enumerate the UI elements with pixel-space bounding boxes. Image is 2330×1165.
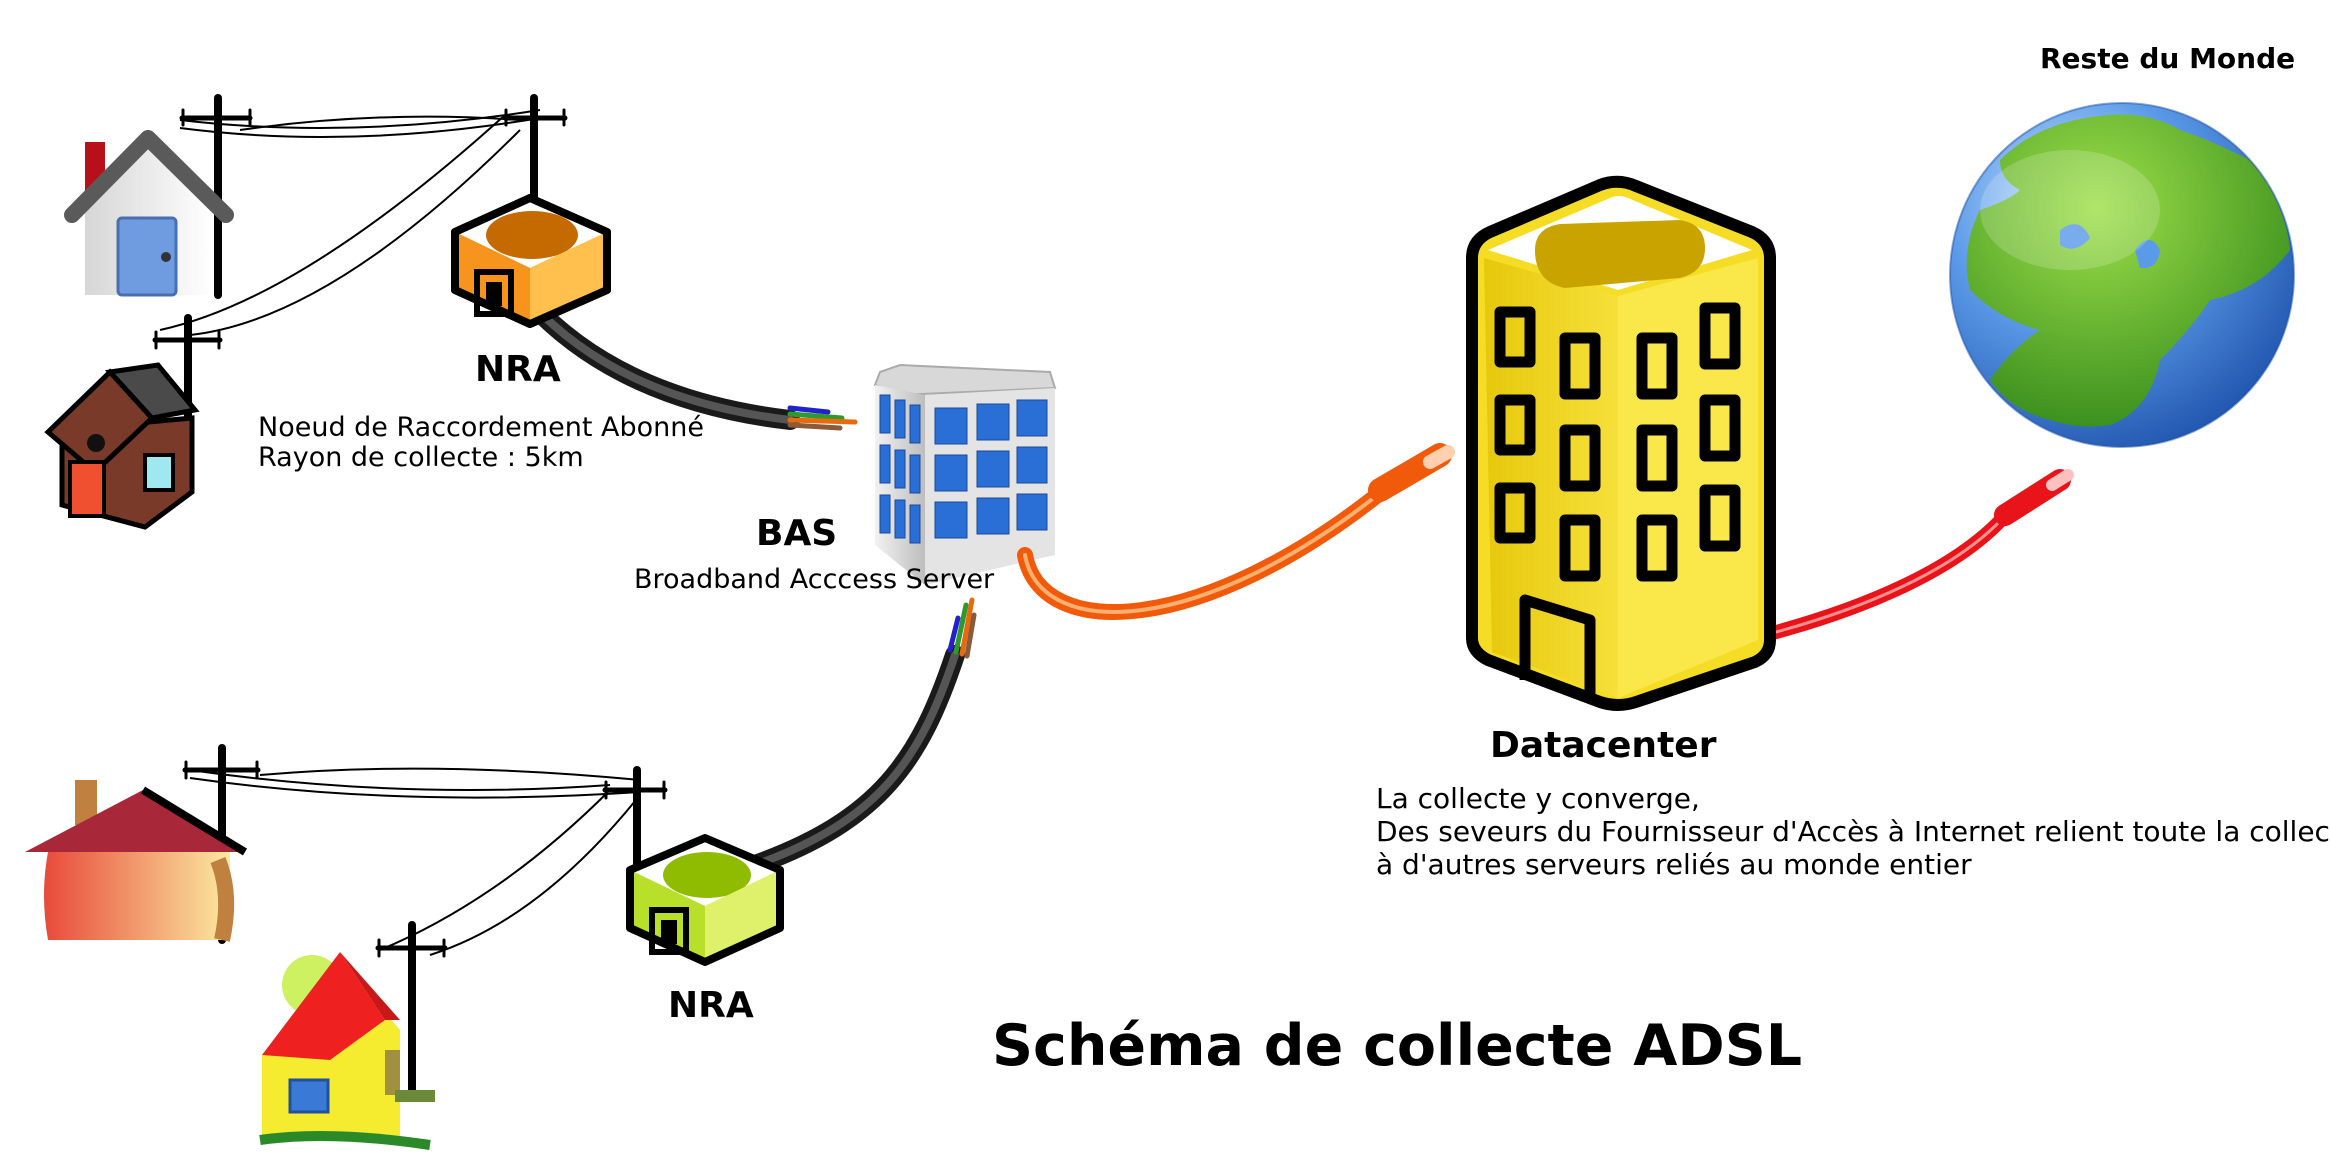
fiber-cable-icon: [1017, 443, 1455, 620]
fiber-cable-icon: [1758, 469, 2074, 642]
utility-pole-icon: [375, 921, 448, 1094]
datacenter-description-line2: Des seveurs du Fournisseur d'Accès à Int…: [1376, 815, 2330, 848]
bas-description: Broadband Acccess Server: [634, 564, 995, 595]
utility-pole-icon: [502, 94, 568, 204]
nra-box-icon: [451, 194, 800, 430]
house-icon: [25, 780, 248, 942]
utility-wires-top: [159, 109, 541, 336]
house-icon: [259, 952, 435, 1150]
nra-top-description-line1: Noeud de Raccordement Abonné: [258, 412, 704, 443]
datacenter-building-icon: [1466, 175, 1776, 711]
world-label: Reste du Monde: [2040, 42, 2296, 75]
nra-box-icon: [626, 834, 784, 966]
cable-icon: [745, 597, 977, 875]
globe-icon: [1949, 102, 2295, 448]
utility-pole-icon: [602, 766, 668, 874]
nra-top-description-line2: Rayon de collecte : 5km: [258, 442, 584, 473]
nra-bottom-label: NRA: [668, 985, 754, 1026]
datacenter-description-line3: à d'autres serveurs reliés au monde enti…: [1376, 848, 1972, 881]
server-building-icon: [873, 363, 1057, 585]
diagram-title: Schéma de collecte ADSL: [992, 1013, 1803, 1079]
house-icon: [44, 362, 200, 530]
house-icon: [64, 130, 234, 297]
bas-label: BAS: [756, 513, 838, 554]
datacenter-label: Datacenter: [1490, 725, 1717, 766]
nra-top-label: NRA: [475, 349, 561, 390]
datacenter-description-line1: La collecte y converge,: [1376, 782, 1700, 815]
cable-icon: [787, 405, 858, 431]
